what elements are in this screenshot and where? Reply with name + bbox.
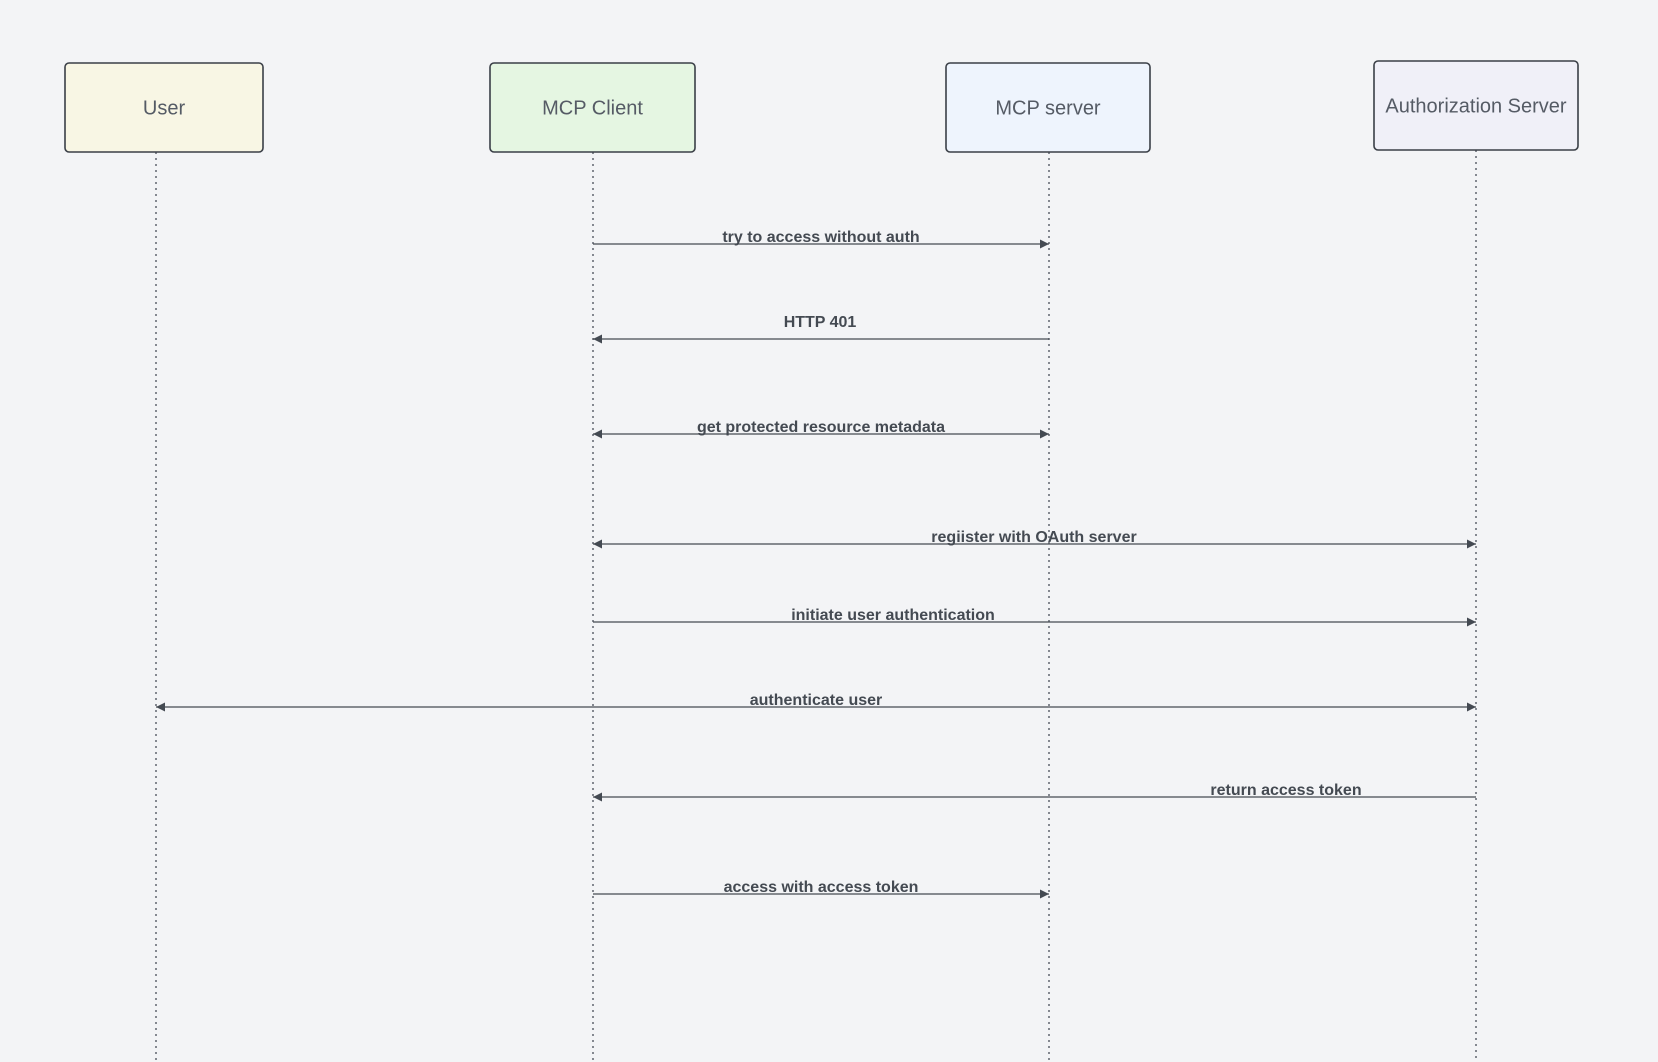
message-3[interactable]: get protected resource metadata (593, 419, 1049, 439)
message-4[interactable]: regiister with OAuth server (593, 529, 1476, 549)
actor-client[interactable]: MCP Client (489, 62, 696, 153)
actor-label-server: MCP server (995, 98, 1101, 120)
message-label-4: regiister with OAuth server (931, 529, 1136, 546)
actor-box-auth (1373, 60, 1579, 151)
message-5[interactable]: initiate user authentication (593, 607, 1476, 627)
actor-label-user: User (143, 98, 186, 120)
actor-user[interactable]: User (64, 62, 264, 153)
actor-box-server (945, 62, 1151, 153)
message-label-7: return access token (1210, 782, 1361, 799)
message-label-1: try to access without auth (722, 229, 919, 246)
message-7[interactable]: return access token (593, 782, 1476, 802)
actor-box-user (64, 62, 264, 153)
actor-box-client (489, 62, 696, 153)
message-label-6: authenticate user (750, 692, 882, 709)
message-label-3: get protected resource metadata (697, 419, 945, 436)
actor-label-client: MCP Client (542, 98, 643, 120)
message-2[interactable]: HTTP 401 (593, 314, 1049, 344)
actor-server[interactable]: MCP server (945, 62, 1151, 153)
message-label-5: initiate user authentication (791, 607, 995, 624)
message-label-8: access with access token (724, 879, 919, 896)
actor-auth[interactable]: Authorization Server (1373, 60, 1579, 151)
message-1[interactable]: try to access without auth (593, 229, 1049, 249)
message-6[interactable]: authenticate user (156, 692, 1476, 712)
actor-label-auth: Authorization Server (1385, 96, 1567, 118)
message-label-2: HTTP 401 (784, 314, 857, 331)
message-8[interactable]: access with access token (593, 879, 1049, 899)
